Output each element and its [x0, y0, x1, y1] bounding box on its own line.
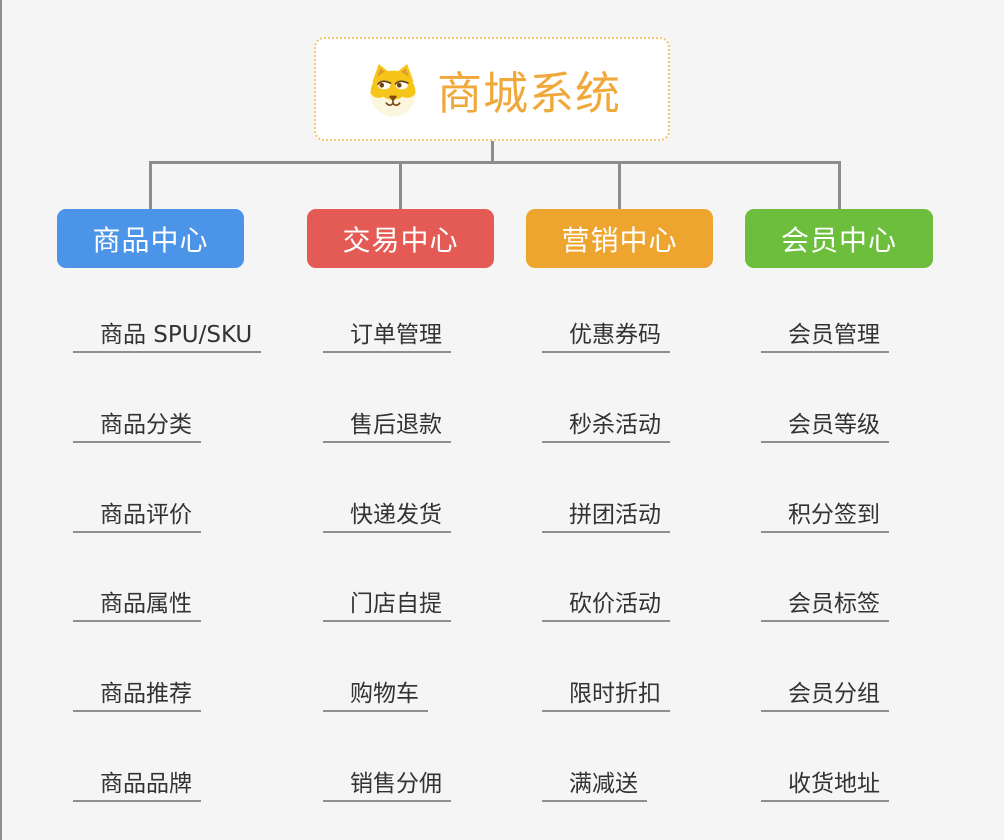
connector-horizontal-bar	[149, 161, 841, 164]
branch-node-trade-center[interactable]: 交易中心	[307, 209, 494, 268]
child-topic[interactable]: 商品分类	[73, 409, 201, 443]
child-topic[interactable]: 优惠券码	[542, 319, 670, 353]
child-topic[interactable]: 售后退款	[323, 409, 451, 443]
child-topic[interactable]: 秒杀活动	[542, 409, 670, 443]
child-topic[interactable]: 订单管理	[323, 319, 451, 353]
connector-drop	[618, 161, 621, 210]
branch-node-marketing-center[interactable]: 营销中心	[526, 209, 713, 268]
connector-root-stub	[491, 140, 494, 163]
child-topic[interactable]: 会员管理	[761, 319, 889, 353]
child-topic[interactable]: 门店自提	[323, 588, 451, 622]
child-topic[interactable]: 会员等级	[761, 409, 889, 443]
child-topic[interactable]: 会员分组	[761, 678, 889, 712]
child-topic[interactable]: 会员标签	[761, 588, 889, 622]
child-topic[interactable]: 砍价活动	[542, 588, 670, 622]
child-topic[interactable]: 销售分佣	[323, 768, 451, 802]
child-topic[interactable]: 限时折扣	[542, 678, 670, 712]
child-topic[interactable]: 购物车	[323, 678, 428, 712]
root-node[interactable]: 商城系统	[314, 37, 670, 141]
child-topic[interactable]: 积分签到	[761, 499, 889, 533]
child-topic[interactable]: 商品品牌	[73, 768, 201, 802]
branch-trunk-line	[0, 0, 2, 534]
root-title: 商城系统	[436, 66, 621, 120]
child-topic[interactable]: 快递发货	[323, 499, 451, 533]
child-topic[interactable]: 拼团活动	[542, 499, 670, 533]
child-topic[interactable]: 商品属性	[73, 588, 201, 622]
child-topic[interactable]: 商品推荐	[73, 678, 201, 712]
child-topic[interactable]: 收货地址	[761, 768, 889, 802]
connector-drop	[149, 161, 152, 210]
child-topic[interactable]: 商品评价	[73, 499, 201, 533]
child-topic[interactable]: 商品 SPU/SKU	[73, 319, 262, 353]
dog-face-icon	[363, 59, 423, 119]
connector-drop	[838, 161, 841, 210]
child-topic[interactable]: 满减送	[542, 768, 647, 802]
connector-drop	[399, 161, 402, 210]
branch-trunk-line	[0, 534, 2, 840]
branch-node-member-center[interactable]: 会员中心	[745, 209, 933, 268]
branch-node-product-center[interactable]: 商品中心	[57, 209, 244, 268]
